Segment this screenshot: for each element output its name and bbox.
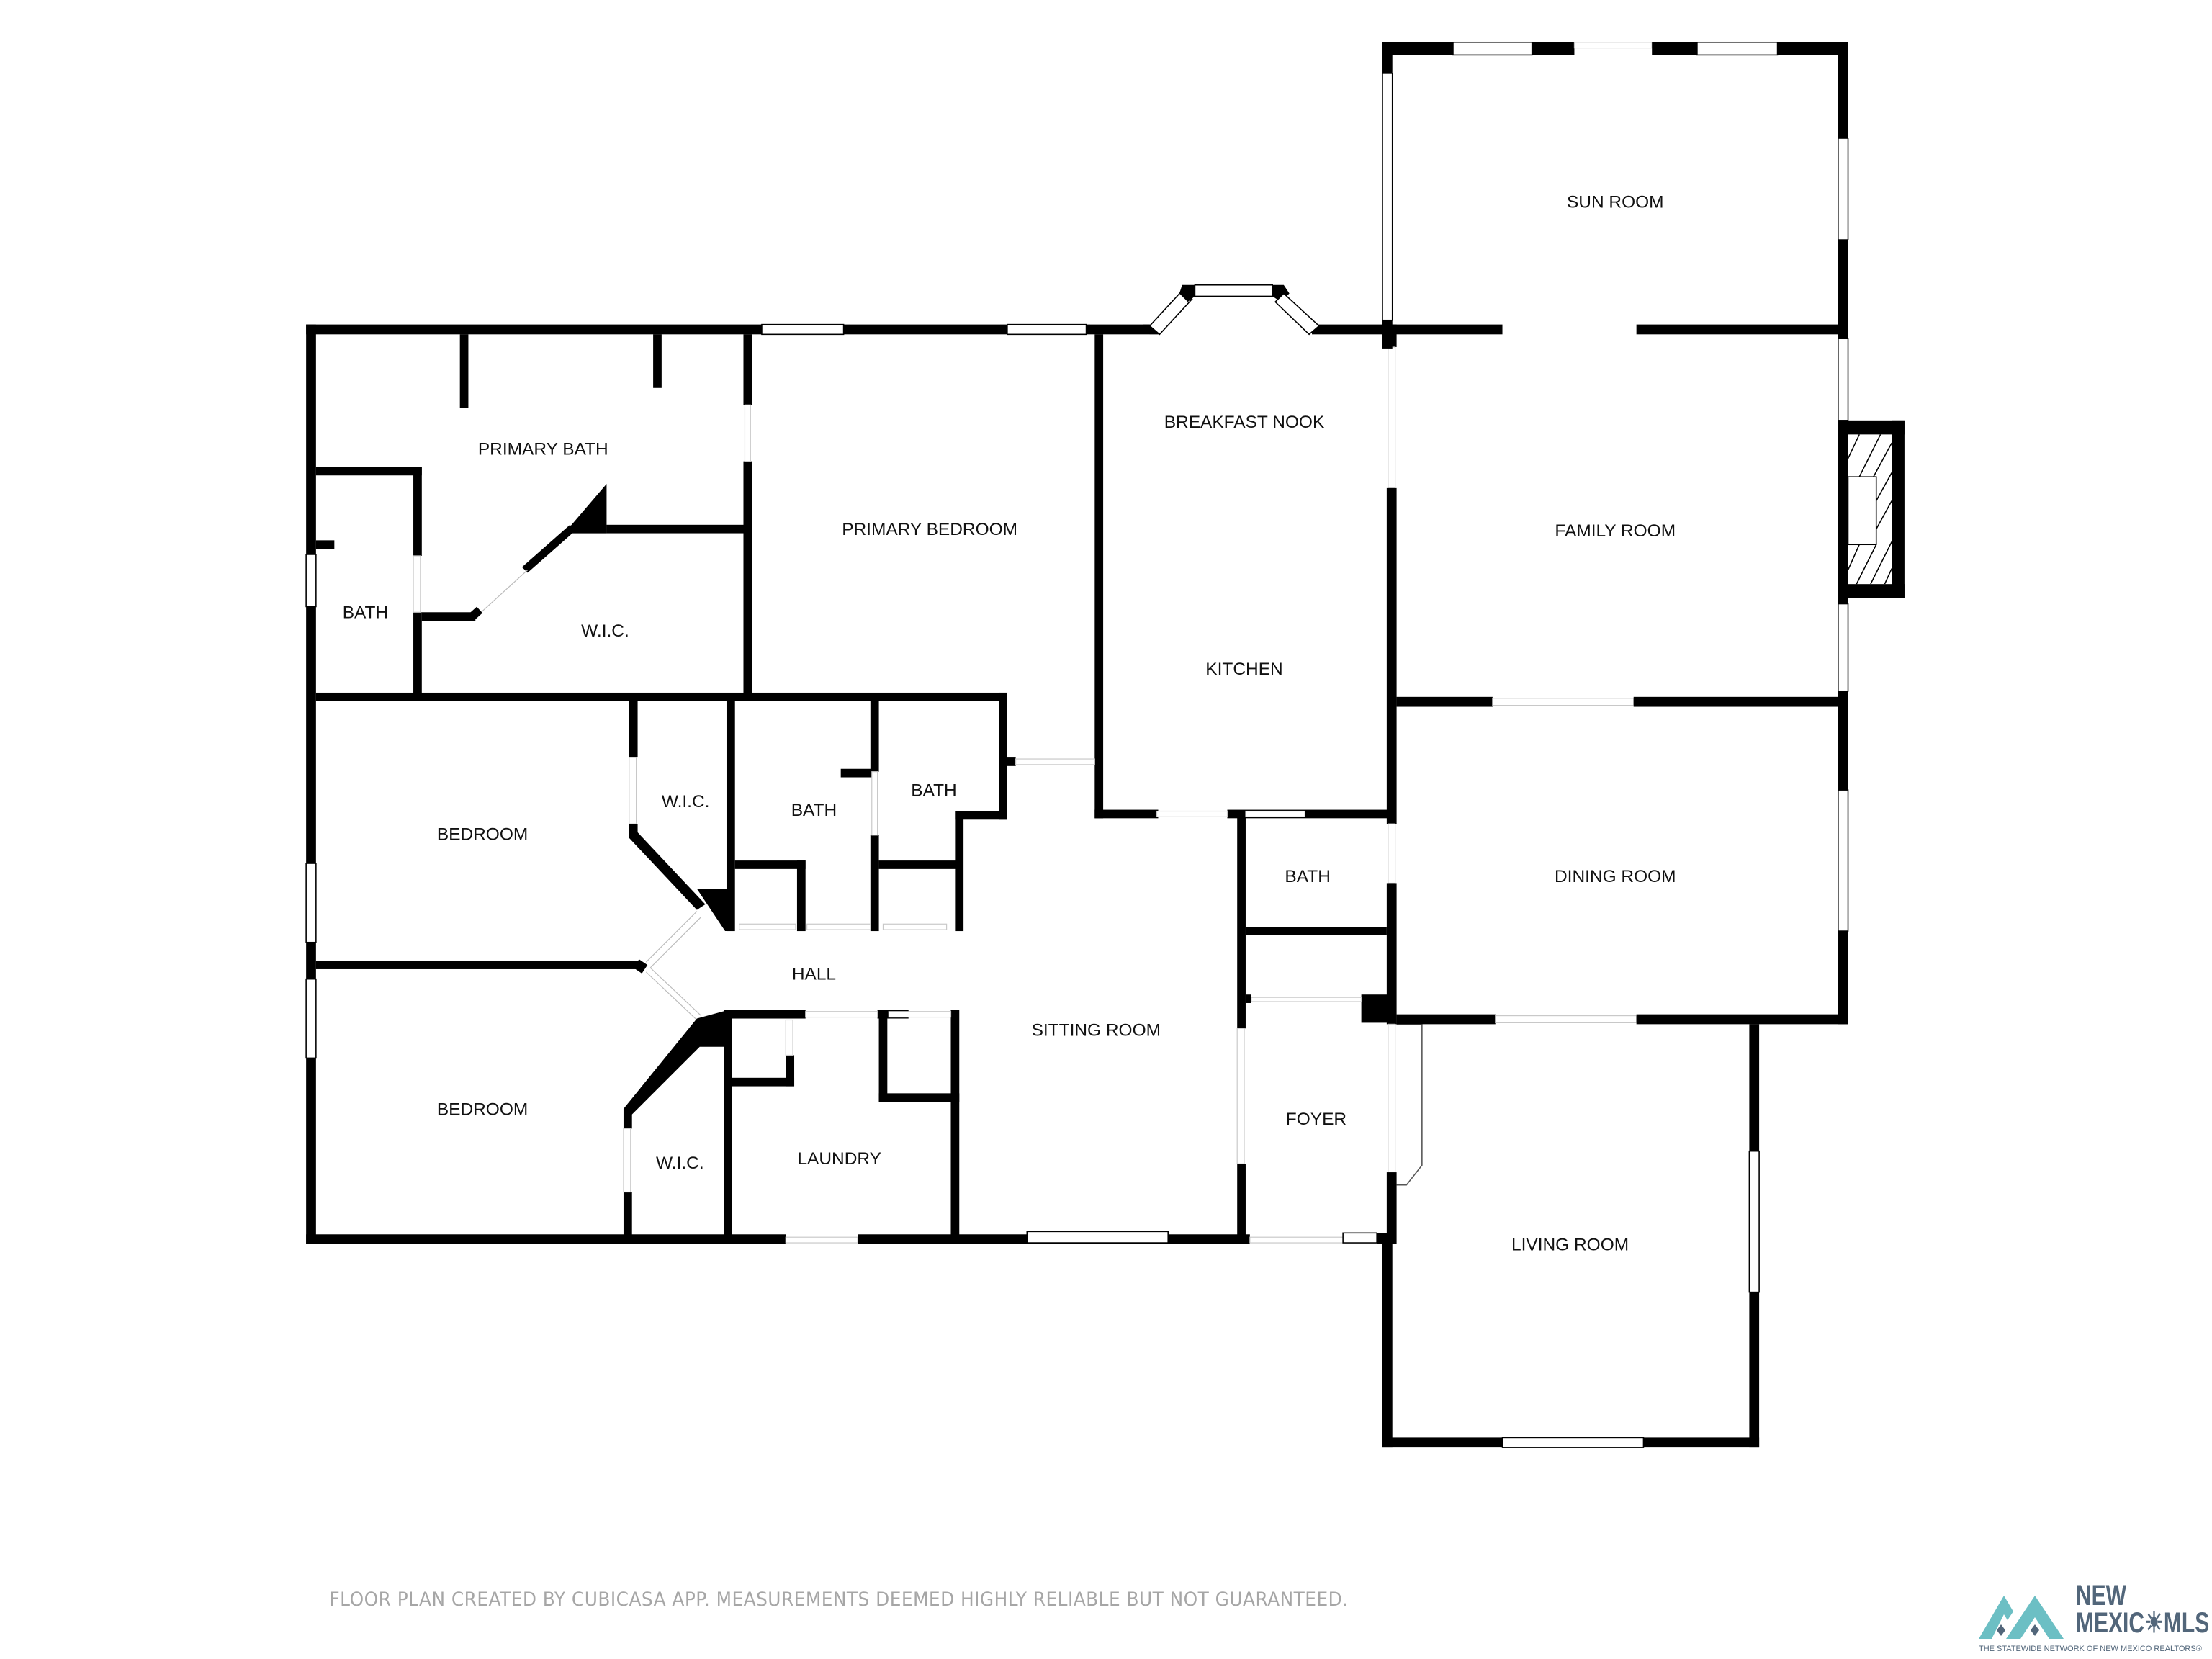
new-mexico-mls-logo: NEW MEXIC☀MLS THE STATEWIDE NETWORK OF N… (1979, 1581, 2209, 1658)
logo-tagline: THE STATEWIDE NETWORK OF NEW MEXICO REAL… (1979, 1645, 2202, 1653)
room-label-kitchen: KITCHEN (1205, 660, 1282, 679)
room-label-sitting-room: SITTING ROOM (1032, 1021, 1161, 1040)
room-label-bath: BATH (911, 781, 956, 801)
room-label-wic: W.I.C. (656, 1154, 704, 1173)
room-label-foyer: FOYER (1286, 1110, 1346, 1129)
room-label-hall: HALL (792, 964, 836, 984)
room-label-dining-room: DINING ROOM (1555, 867, 1676, 886)
disclaimer-text: FLOOR PLAN CREATED BY CUBICASA APP. MEAS… (329, 1588, 1349, 1611)
room-labels: SUN ROOM BREAKFAST NOOK KITCHEN FAMILY R… (343, 193, 1676, 1255)
room-label-breakfast-nook: BREAKFAST NOOK (1164, 413, 1325, 432)
room-label-bath: BATH (1285, 867, 1330, 886)
room-label-wic: W.I.C. (581, 621, 629, 641)
room-label-bedroom: BEDROOM (437, 1100, 528, 1119)
logo-text-mexico-mls: MEXIC☀MLS (2076, 1607, 2210, 1639)
room-label-laundry: LAUNDRY (797, 1149, 881, 1169)
room-label-bedroom: BEDROOM (437, 824, 528, 844)
walls (305, 41, 1905, 1448)
room-label-wic: W.I.C. (662, 792, 710, 811)
fireplace (1838, 420, 1905, 598)
mountain-logo-icon (1979, 1596, 2064, 1639)
room-label-bath: BATH (791, 801, 837, 820)
logo-text-new: NEW (2076, 1580, 2126, 1611)
room-label-primary-bedroom: PRIMARY BEDROOM (842, 520, 1017, 539)
room-label-primary-bath: PRIMARY BATH (478, 439, 608, 459)
room-label-bath: BATH (343, 603, 388, 623)
room-label-sun-room: SUN ROOM (1567, 193, 1664, 212)
room-label-living-room: LIVING ROOM (1511, 1235, 1629, 1254)
room-label-family-room: FAMILY ROOM (1555, 521, 1676, 541)
